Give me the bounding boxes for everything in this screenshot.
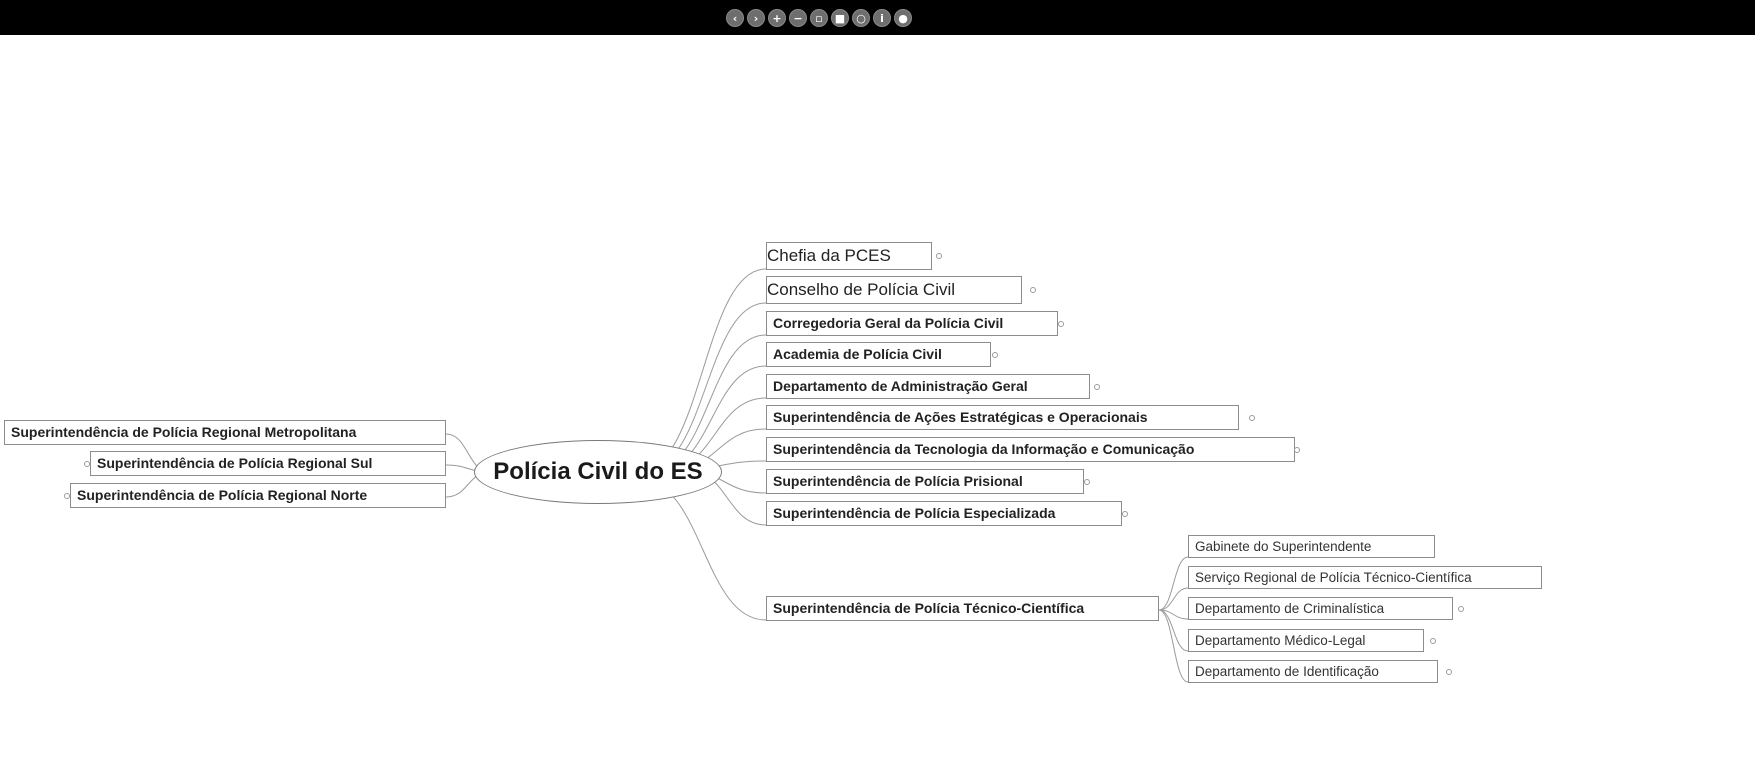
expand-handle-icon[interactable] (1084, 478, 1090, 485)
zoom-out-icon[interactable]: − (789, 9, 807, 27)
leaf-node[interactable]: Departamento de Criminalística (1188, 597, 1453, 620)
info-icon[interactable]: i (873, 9, 891, 27)
leaf-node[interactable]: Serviço Regional de Polícia Técnico-Cien… (1188, 566, 1542, 589)
leaf-node[interactable]: Departamento Médico-Legal (1188, 629, 1424, 652)
zoom-in-icon[interactable]: + (768, 9, 786, 27)
connector-line (1158, 587, 1189, 611)
leaf-node[interactable]: Departamento de Identificação (1188, 660, 1438, 683)
branch-node[interactable]: Chefia da PCES (766, 242, 932, 270)
expand-handle-icon[interactable] (992, 351, 998, 358)
root-node[interactable]: Polícia Civil do ES (474, 440, 722, 504)
branch-node[interactable]: Superintendência da Tecnologia da Inform… (766, 437, 1295, 462)
branch-node[interactable]: Academia de Polícia Civil (766, 342, 991, 367)
branch-node[interactable]: Conselho de Polícia Civil (766, 276, 1022, 304)
branch-node[interactable]: Superintendência de Polícia Prisional (766, 469, 1084, 494)
circle-icon[interactable]: ○ (852, 9, 870, 27)
back-icon[interactable]: ‹ (726, 9, 744, 27)
expand-handle-icon[interactable] (1458, 605, 1464, 612)
full-circle-icon[interactable]: ● (894, 9, 912, 27)
expand-handle-icon[interactable] (1094, 383, 1100, 390)
branch-node-left[interactable]: Superintendência de Polícia Regional Sul (90, 451, 446, 476)
expand-handle-icon[interactable] (1446, 668, 1452, 675)
expand-handle-icon[interactable] (64, 492, 70, 499)
branch-node-technical[interactable]: Superintendência de Polícia Técnico-Cien… (766, 596, 1159, 621)
branch-node-left[interactable]: Superintendência de Polícia Regional Nor… (70, 483, 446, 508)
connector-line (1158, 609, 1189, 683)
branch-node[interactable]: Corregedoria Geral da Polícia Civil (766, 311, 1058, 336)
viewer-toolbar: ‹›+−▫■○i● (726, 9, 912, 27)
expand-handle-icon[interactable] (1030, 287, 1036, 293)
connector-line (639, 268, 767, 471)
connector-line (639, 479, 767, 621)
connector-line (1158, 556, 1189, 611)
branch-node[interactable]: Departamento de Administração Geral (766, 374, 1090, 399)
expand-handle-icon[interactable] (1249, 414, 1255, 421)
stop-icon[interactable]: ■ (831, 9, 849, 27)
expand-handle-icon[interactable] (1058, 320, 1064, 327)
forward-icon[interactable]: › (747, 9, 765, 27)
expand-handle-icon[interactable] (1122, 510, 1128, 517)
branch-node[interactable]: Superintendência de Polícia Especializad… (766, 501, 1122, 526)
expand-handle-icon[interactable] (936, 253, 942, 259)
branch-node[interactable]: Superintendência de Ações Estratégicas e… (766, 405, 1239, 430)
expand-handle-icon[interactable] (84, 460, 90, 467)
fit-icon[interactable]: ▫ (810, 9, 828, 27)
expand-handle-icon[interactable] (1430, 637, 1436, 644)
leaf-node[interactable]: Gabinete do Superintendente (1188, 535, 1435, 558)
expand-handle-icon[interactable] (1294, 446, 1300, 453)
branch-node-left[interactable]: Superintendência de Polícia Regional Met… (4, 420, 446, 445)
